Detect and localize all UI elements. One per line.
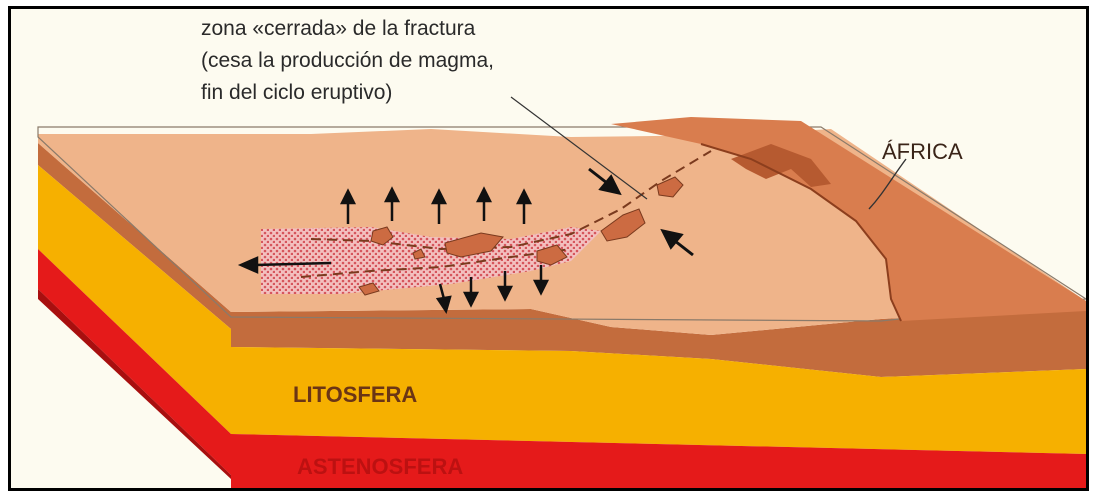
block-diagram: zona «cerrada» de la fractura (cesa la p… xyxy=(11,9,1086,488)
annotation-line-2: (cesa la producción de magma, xyxy=(201,49,494,72)
astenosfera-label: ASTENOSFERA xyxy=(297,454,463,479)
annotation-line-1: zona «cerrada» de la fractura xyxy=(201,17,476,40)
diagram-frame: zona «cerrada» de la fractura (cesa la p… xyxy=(8,6,1089,491)
litosfera-label: LITOSFERA xyxy=(293,382,417,407)
africa-label: ÁFRICA xyxy=(882,139,963,164)
annotation-line-3: fin del ciclo eruptivo) xyxy=(201,81,392,104)
